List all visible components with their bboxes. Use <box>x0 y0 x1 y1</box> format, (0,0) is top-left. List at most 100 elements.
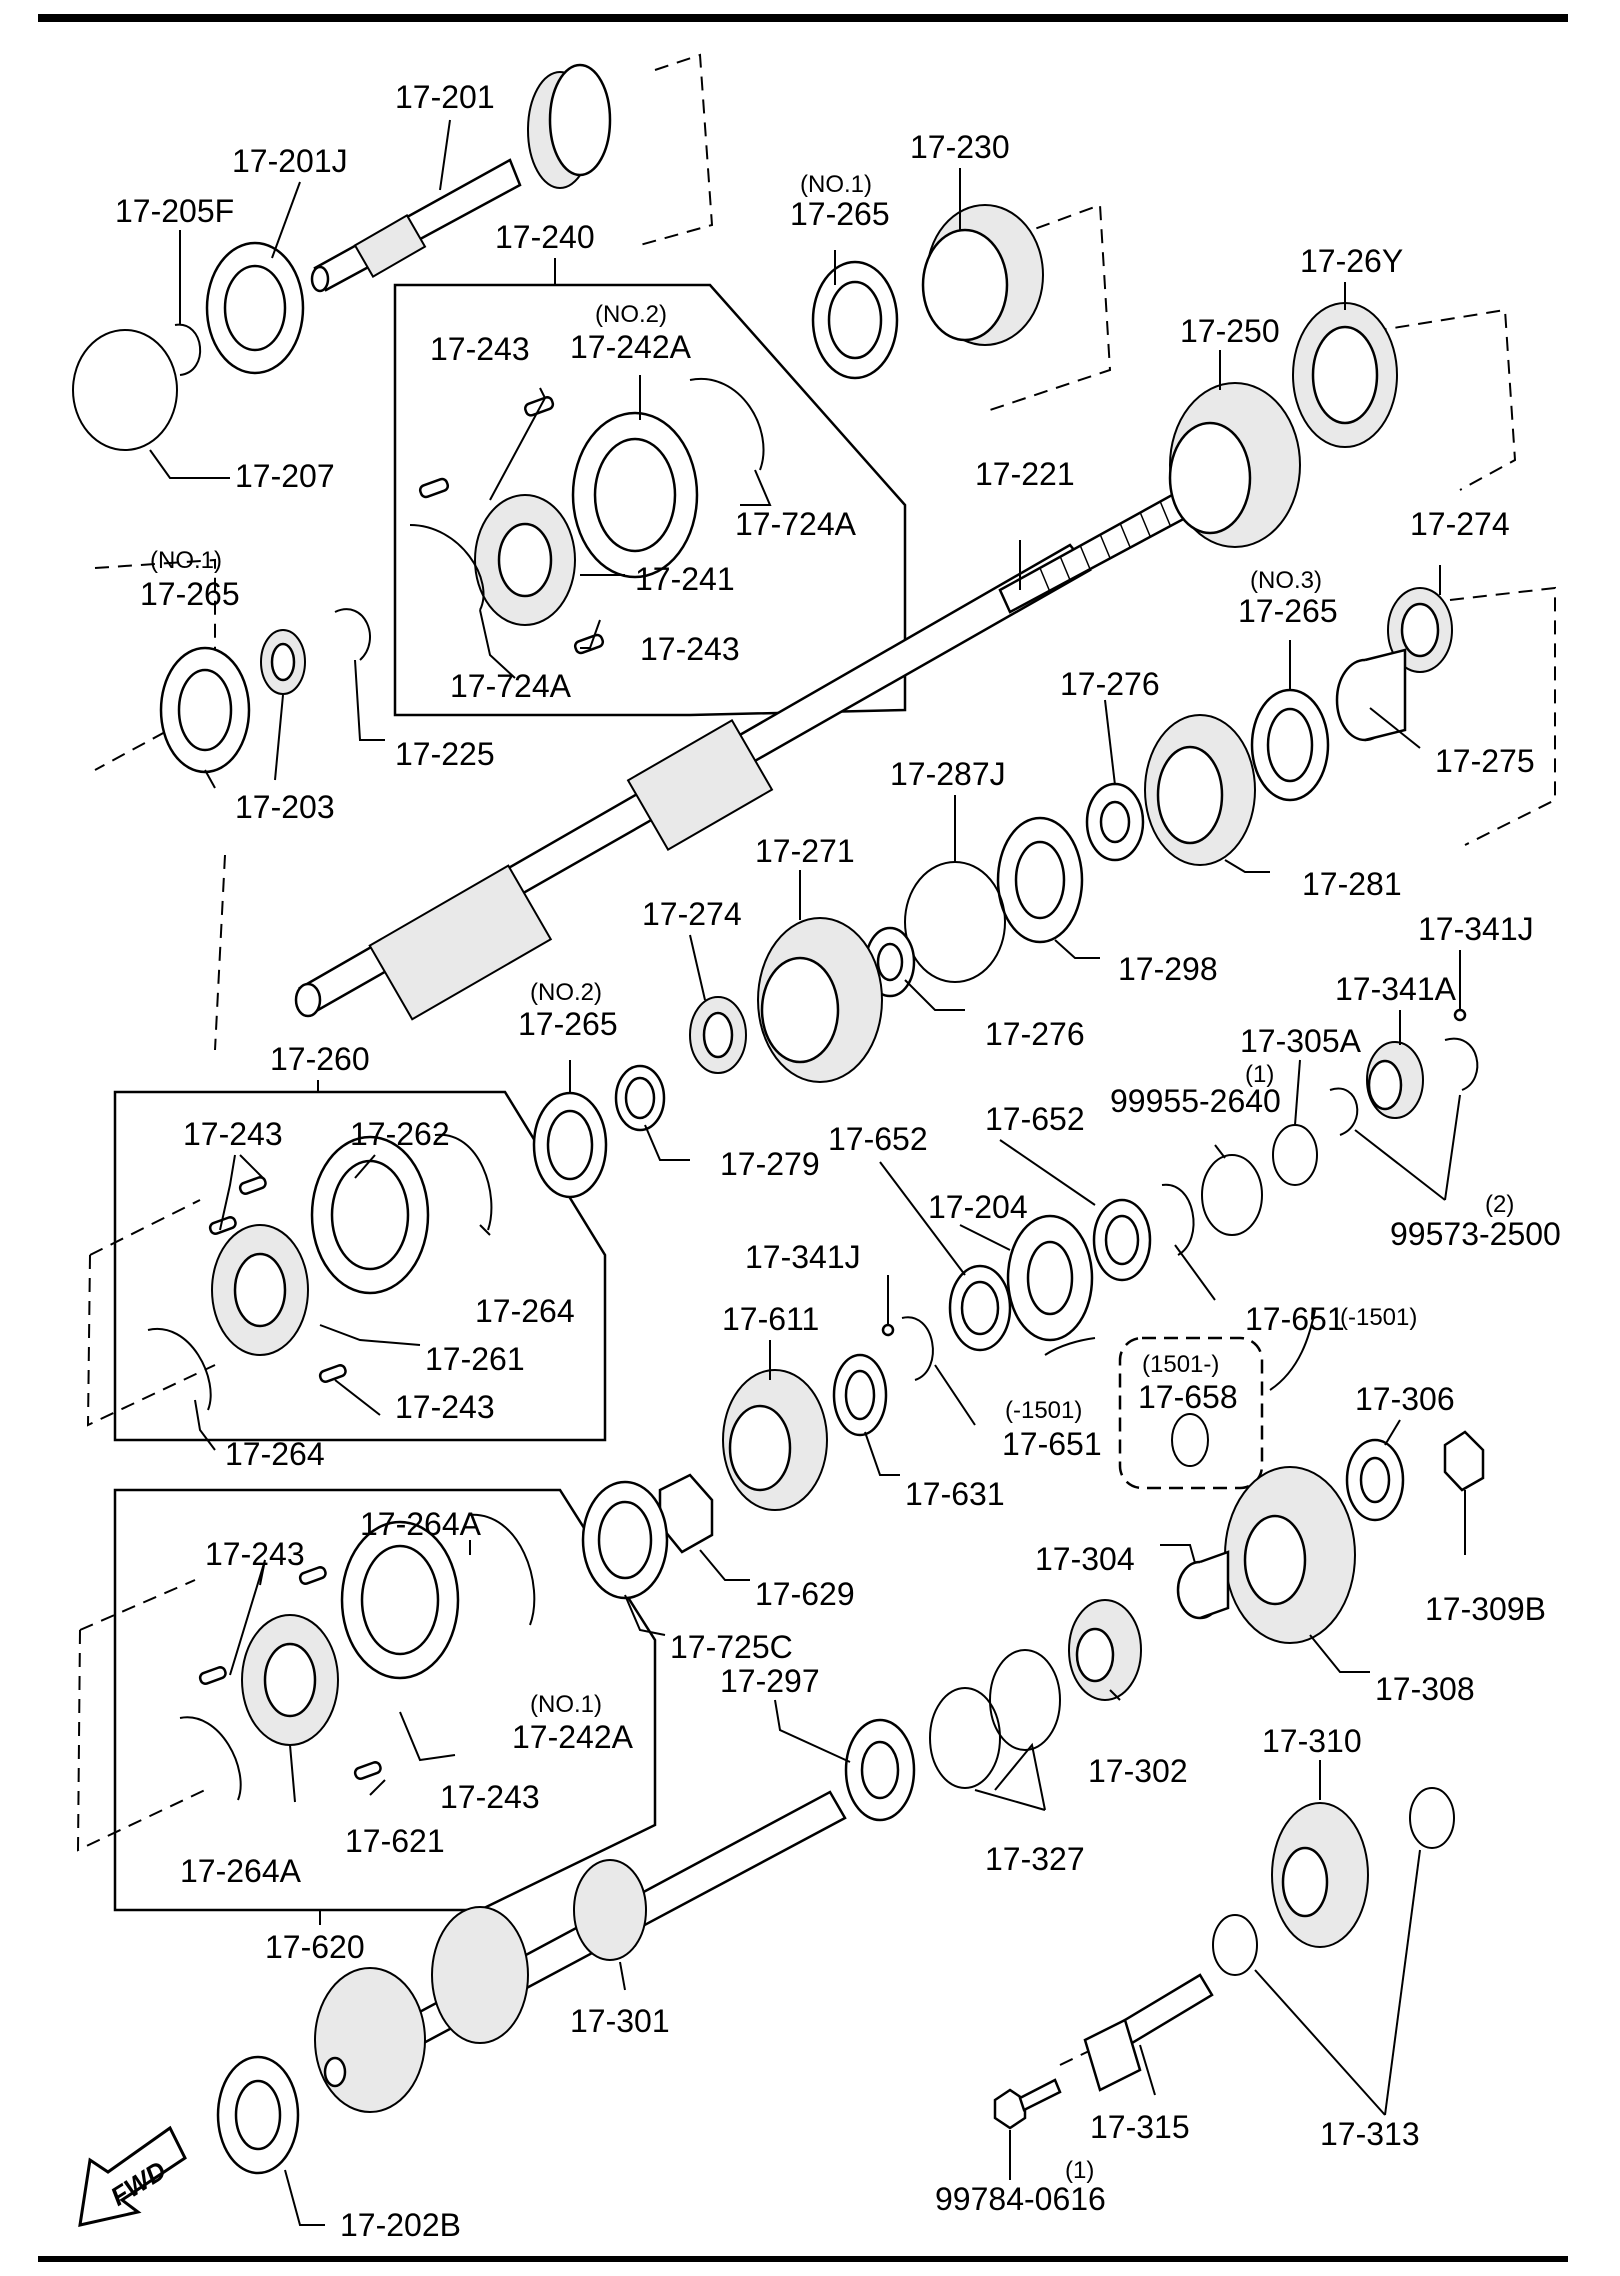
sleeve-17-275 <box>1335 648 1407 742</box>
label-17-241: 17-241 <box>635 561 735 597</box>
input-shaft-17-201 <box>310 63 612 293</box>
sleeve-17-279 <box>614 1064 666 1132</box>
washer-17-313-b <box>1212 1914 1258 1976</box>
label-17-264A-b: 17-264A <box>180 1853 302 1889</box>
label-17-243-f: 17-243 <box>440 1779 540 1815</box>
frame-17-240 <box>393 283 907 717</box>
gear-17-308 <box>1224 1466 1356 1644</box>
label-17-225: 17-225 <box>395 736 495 772</box>
label-17-230: 17-230 <box>910 129 1010 165</box>
label-17-265-b: 17-265 <box>140 576 240 612</box>
washer-17-313-a <box>1409 1787 1455 1849</box>
label-17-201: 17-201 <box>395 79 495 115</box>
label-m1501-a: (-1501) <box>1340 1304 1417 1331</box>
label-17-243-e: 17-243 <box>205 1536 305 1572</box>
snap-ring-99573-2500-b <box>1329 1087 1359 1136</box>
gear-17-611 <box>722 1369 828 1511</box>
label-17-287J: 17-287J <box>890 756 1006 792</box>
part-labels: 17-201 17-201J 17-205F 17-207 17-240 (NO… <box>105 79 1561 2243</box>
frame-17-260 <box>113 1090 607 1442</box>
bearing-17-298 <box>996 816 1084 944</box>
label-17-276-b: 17-276 <box>985 1016 1085 1052</box>
label-no2-a: (NO.2) <box>595 301 667 328</box>
gear-17-271 <box>757 917 883 1083</box>
label-17-652-b: 17-652 <box>985 1101 1085 1137</box>
shaft-17-315 <box>1083 1973 1214 2092</box>
label-17-276-a: 17-276 <box>1060 666 1160 702</box>
sleeve-17-304 <box>1176 1550 1230 1620</box>
label-17-265-d: 17-265 <box>518 1006 618 1042</box>
label-17-327: 17-327 <box>985 1841 1085 1877</box>
ring-17-725C <box>581 1480 669 1600</box>
label-17-243-c: 17-243 <box>183 1116 283 1152</box>
label-17-341A: 17-341A <box>1335 971 1457 1007</box>
nut-17-309B <box>1443 1430 1485 1492</box>
washer-17-276-upper <box>1085 782 1145 862</box>
label-17-265-c: 17-265 <box>1238 593 1338 629</box>
label-17-274-b: 17-274 <box>642 896 742 932</box>
gear-17-302 <box>1068 1599 1142 1701</box>
label-m1501-b: (-1501) <box>1005 1397 1082 1424</box>
label-17-243-a: 17-243 <box>430 331 530 367</box>
snap-ring-17-205F <box>174 323 202 376</box>
bolt-99784-0616 <box>993 2078 1062 2130</box>
label-17-621: 17-621 <box>345 1823 445 1859</box>
label-no2-b: (NO.2) <box>530 979 602 1006</box>
top-border <box>38 14 1568 22</box>
snap-ring-99573-2500-a <box>1444 1037 1479 1091</box>
bottom-border <box>38 2256 1568 2262</box>
ring-17-26Y <box>1292 302 1398 448</box>
label-17-724A-b: 17-724A <box>450 668 572 704</box>
label-17-310: 17-310 <box>1262 1723 1362 1759</box>
label-17-306: 17-306 <box>1355 1381 1455 1417</box>
label-17-298: 17-298 <box>1118 951 1218 987</box>
synchro-ring-17-265-no1-left <box>159 646 251 774</box>
frame-17-620 <box>113 1488 657 1912</box>
label-17-275: 17-275 <box>1435 743 1535 779</box>
label-99573-2500: 99573-2500 <box>1390 1216 1561 1252</box>
snap-ring-17-651-b <box>901 1316 934 1381</box>
label-17-202B: 17-202B <box>340 2207 461 2243</box>
assembly-17-240-parts <box>409 377 765 655</box>
gear-17-281 <box>1144 714 1256 866</box>
label-17-265-a: 17-265 <box>790 196 890 232</box>
label-17-651-b: 17-651 <box>1002 1426 1102 1462</box>
label-17-204: 17-204 <box>928 1189 1028 1225</box>
label-17-725C: 17-725C <box>670 1629 793 1665</box>
label-17-26Y: 17-26Y <box>1300 243 1403 279</box>
synchro-ring-17-265-no1-upper <box>811 260 899 380</box>
label-17-243-b: 17-243 <box>640 631 740 667</box>
label-17-264A-a: 17-264A <box>360 1506 482 1542</box>
label-17-264-a: 17-264 <box>475 1293 575 1329</box>
bearing-17-297 <box>844 1718 916 1822</box>
fwd-arrow-icon <box>78 2125 187 2227</box>
label-17-207: 17-207 <box>235 458 335 494</box>
snap-ring-17-225 <box>334 608 371 661</box>
washer-17-652-b <box>1092 1198 1152 1282</box>
frame-17-658 <box>1118 1336 1264 1490</box>
dashed-guides <box>76 53 1556 2066</box>
label-17-611: 17-611 <box>722 1301 819 1337</box>
gear-17-230 <box>921 204 1044 346</box>
label-17-629: 17-629 <box>755 1576 855 1612</box>
label-17-264-b: 17-264 <box>225 1436 325 1472</box>
ring-17-327-a <box>989 1649 1061 1751</box>
label-n1-b: (1) <box>1065 2157 1094 2184</box>
label-no1-b: (NO.1) <box>150 547 222 574</box>
label-17-250: 17-250 <box>1180 313 1280 349</box>
label-17-308: 17-308 <box>1375 1671 1475 1707</box>
pin-17-341J-upper <box>1453 1008 1467 1022</box>
label-17-304: 17-304 <box>1035 1541 1135 1577</box>
ring-17-207 <box>72 329 178 451</box>
label-n2: (2) <box>1485 1191 1514 1218</box>
assembly-17-620-parts <box>179 1513 536 1801</box>
label-17-260: 17-260 <box>270 1041 370 1077</box>
label-17-652-a: 17-652 <box>828 1121 928 1157</box>
label-17-201J: 17-201J <box>232 143 348 179</box>
label-17-240: 17-240 <box>495 219 595 255</box>
label-17-262: 17-262 <box>350 1116 450 1152</box>
label-17-313: 17-313 <box>1320 2116 1420 2152</box>
label-17-341J-b: 17-341J <box>745 1239 861 1275</box>
label-17-305A: 17-305A <box>1240 1023 1362 1059</box>
